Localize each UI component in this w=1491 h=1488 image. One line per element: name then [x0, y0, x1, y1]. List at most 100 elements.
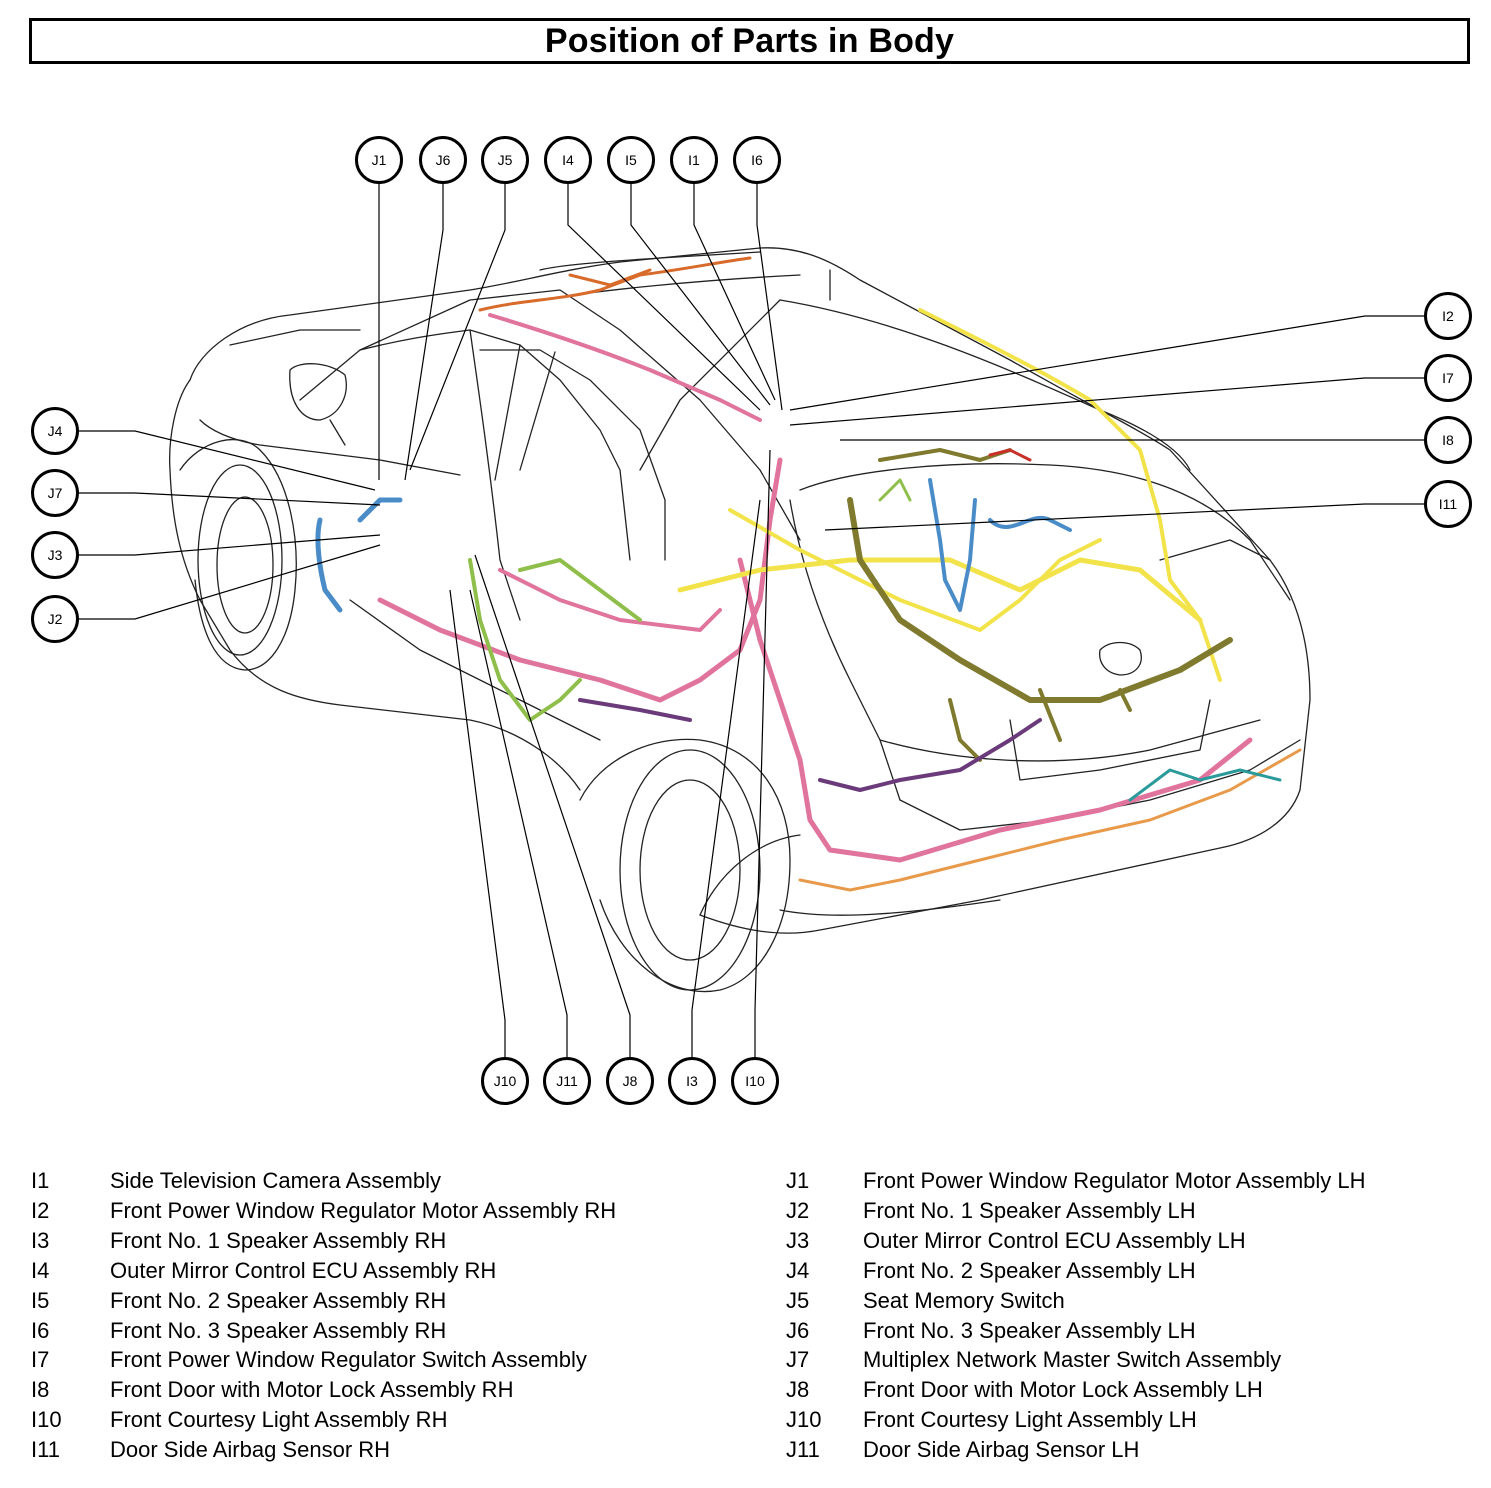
callout-J5: J5 [481, 136, 529, 184]
legend-code: J6 [786, 1317, 810, 1343]
callout-J2-label: J2 [48, 611, 63, 627]
callout-I11-label: I11 [1439, 496, 1458, 512]
harness-yellow-roof [918, 308, 1222, 682]
callout-J3-label: J3 [48, 547, 63, 563]
callout-J8: J8 [606, 1057, 654, 1105]
legend-code: I5 [31, 1287, 50, 1313]
harness-orange-roof-2 [568, 268, 652, 287]
legend-code: J4 [786, 1257, 810, 1283]
car-wiring-diagram: J1 J6 J5 I4 I5 I1 I6 I2 I7 I8 I11 J4 J7 … [31, 136, 1472, 1105]
legend-label: Front No. 2 Speaker Assembly RH [110, 1287, 447, 1313]
callout-I1-label: I1 [688, 152, 700, 168]
callout-I2: I2 [1424, 292, 1472, 340]
legend-label: Front Door with Motor Lock Assembly RH [110, 1377, 514, 1403]
legend-code: I4 [31, 1257, 50, 1283]
harness-yellow-floor [677, 557, 1203, 623]
callout-J6-label: J6 [436, 152, 451, 168]
legend-label: Door Side Airbag Sensor RH [110, 1437, 391, 1463]
callout-J8-label: J8 [623, 1073, 638, 1089]
legend-label: Front Power Window Regulator Switch Asse… [110, 1347, 587, 1373]
callout-J3: J3 [31, 531, 79, 579]
harness-purple-floor [578, 698, 1042, 792]
callout-J10: J10 [481, 1057, 529, 1105]
legend-item: I10 Front Courtesy Light Assembly RH [31, 1405, 771, 1435]
harness-pink-door-branch [498, 568, 722, 632]
legend-code: I10 [31, 1407, 62, 1433]
legend-code: J1 [786, 1168, 810, 1193]
legend-label: Front No. 3 Speaker Assembly RH [110, 1317, 447, 1343]
legend-code: I1 [31, 1168, 50, 1193]
legend-code: J3 [786, 1227, 810, 1253]
harness-green-dash [878, 478, 912, 502]
callout-I10-label: I10 [745, 1073, 765, 1089]
legend-label: Outer Mirror Control ECU Assembly RH [110, 1257, 497, 1283]
legend-item: I6 Front No. 3 Speaker Assembly RH [31, 1316, 771, 1346]
legend-item: I4 Outer Mirror Control ECU Assembly RH [31, 1256, 771, 1286]
harness-teal-rear [1128, 768, 1282, 802]
callout-I6-label: I6 [751, 152, 763, 168]
callout-I6: I6 [733, 136, 781, 184]
callout-J5-label: J5 [498, 152, 513, 168]
legend-item: J5 Seat Memory Switch [786, 1286, 1476, 1316]
callout-J1: J1 [355, 136, 403, 184]
callout-J2: J2 [31, 595, 79, 643]
harness-pink-door [377, 457, 783, 703]
legend-code: J5 [786, 1287, 810, 1313]
legend-right: J1 Front Power Window Regulator Motor Ass… [786, 1166, 1476, 1465]
callout-J7: J7 [31, 469, 79, 517]
callout-I2-label: I2 [1442, 308, 1454, 324]
legend-item: I7 Front Power Window Regulator Switch As… [31, 1345, 771, 1375]
legend-code: J2 [786, 1197, 810, 1223]
callout-I7: I7 [1424, 354, 1472, 402]
harness-blue-dash [928, 478, 1072, 612]
harness-orange-bumper [798, 748, 1302, 892]
legend-label: Door Side Airbag Sensor LH [863, 1437, 1140, 1463]
callout-I4: I4 [544, 136, 592, 184]
legend-label: Seat Memory Switch [863, 1287, 1065, 1313]
legend-code: J10 [786, 1407, 822, 1433]
callout-I4-label: I4 [562, 152, 574, 168]
legend-label: Multiplex Network Master Switch Assembly [863, 1347, 1282, 1373]
legend-code: I8 [31, 1377, 50, 1403]
legend-item: J3 Outer Mirror Control ECU Assembly LH [786, 1226, 1476, 1256]
legend-label: Side Television Camera Assembly [110, 1168, 441, 1193]
harness-orange-roof [478, 256, 752, 312]
legend-label: Front Courtesy Light Assembly RH [110, 1407, 448, 1433]
callout-I1: I1 [670, 136, 718, 184]
legend-label: Front Power Window Regulator Motor Assem… [863, 1168, 1366, 1193]
legend-label: Outer Mirror Control ECU Assembly LH [863, 1227, 1246, 1253]
callout-I8-label: I8 [1442, 432, 1454, 448]
harness-olive-branch [948, 688, 1132, 762]
callout-J11: J11 [543, 1057, 591, 1105]
legend-item: I11 Door Side Airbag Sensor RH [31, 1435, 771, 1465]
legend-code: I7 [31, 1347, 50, 1373]
callout-I8: I8 [1424, 416, 1472, 464]
harness-pink-roof [488, 313, 762, 422]
callout-J4-label: J4 [48, 423, 63, 439]
legend-code: I3 [31, 1227, 50, 1253]
callout-I7-label: I7 [1442, 370, 1454, 386]
callout-J7-label: J7 [48, 485, 63, 501]
callout-I3-label: I3 [686, 1073, 698, 1089]
legend-code: I11 [31, 1437, 60, 1463]
callout-J4: J4 [31, 407, 79, 455]
legend-code: I6 [31, 1317, 50, 1343]
legend-code: I2 [31, 1197, 50, 1223]
legend-item: I3 Front No. 1 Speaker Assembly RH [31, 1226, 771, 1256]
harness-blue-door [315, 497, 403, 613]
legend-item: J1 Front Power Window Regulator Motor Ass… [786, 1166, 1476, 1196]
title-box: Position of Parts in Body [29, 18, 1470, 64]
legend-label: Front No. 1 Speaker Assembly RH [110, 1227, 447, 1253]
car-body-outline [169, 247, 1311, 993]
harness-red-dash [988, 448, 1032, 462]
legend-label: Front Door with Motor Lock Assembly LH [863, 1377, 1263, 1403]
harness-green-seat [468, 558, 642, 722]
